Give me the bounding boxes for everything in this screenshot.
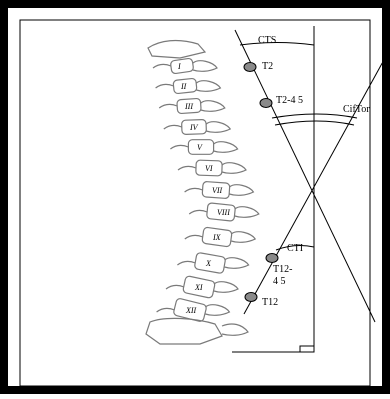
vertebra-label: II: [180, 82, 187, 91]
t12-marker: [245, 293, 257, 302]
t2-label: T2: [262, 61, 273, 72]
vertebra-label: XI: [194, 283, 203, 292]
vertebra-label: VIII: [217, 208, 230, 217]
t2-45-label: T2-4 5: [276, 95, 303, 106]
vertebra-label: IX: [212, 233, 222, 242]
frame-inner: [8, 8, 382, 386]
cti-label: CTI: [287, 243, 303, 254]
vertebra-label: I: [177, 62, 181, 71]
vertebra-label: XII: [185, 306, 197, 315]
vertebra-label: III: [184, 102, 193, 111]
t2-45-marker: [260, 99, 272, 108]
vertebra-label: VI: [205, 164, 213, 173]
t12-45-label-line2: 4 5: [273, 276, 286, 287]
t12-label: T12: [262, 297, 278, 308]
cts-label: CTS: [258, 35, 276, 46]
vertebra-label: VII: [212, 186, 223, 195]
vertebra-label: IV: [189, 123, 199, 132]
t12-45-marker: [266, 254, 278, 263]
t2-marker: [244, 63, 256, 72]
t12-45-label-line1: T12-: [273, 264, 292, 275]
ciftor-label: CifTor: [343, 104, 370, 115]
